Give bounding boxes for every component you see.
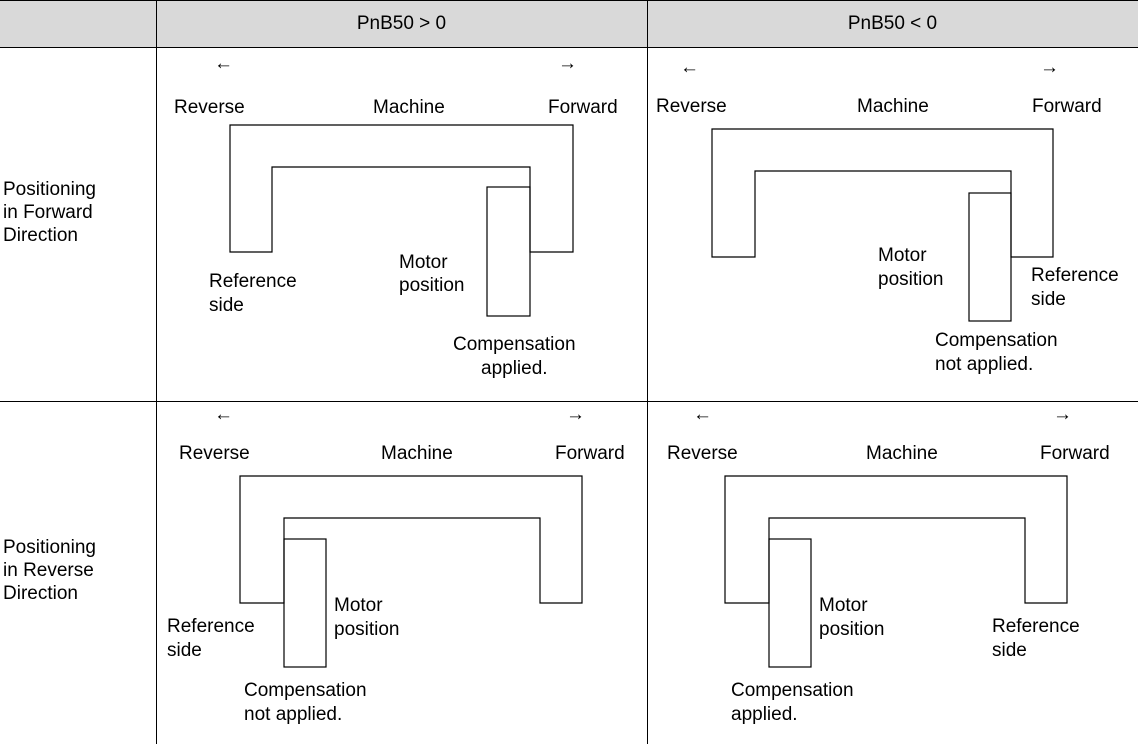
arrow-left-c: ← [214, 404, 233, 425]
motor-label-a: Motor [399, 252, 448, 273]
compensation-status-b: not applied. [935, 354, 1033, 375]
motor-position-d: position [819, 619, 885, 640]
arrow-left-b: ← [680, 57, 699, 78]
motor-label-b: Motor [878, 245, 927, 266]
forward-label-b: Forward [1032, 96, 1102, 117]
machine-outline-d [724, 475, 1068, 604]
machine-label-d: Machine [866, 443, 938, 464]
grid-row-divider [0, 401, 1138, 402]
reverse-label-b: Reverse [656, 96, 727, 117]
row-label-reverse-line-2: in Reverse [3, 560, 94, 581]
forward-label-d: Forward [1040, 443, 1110, 464]
motor-position-a: position [399, 275, 465, 296]
reference-label-a: Reference [209, 271, 297, 292]
motor-block-d [768, 538, 812, 668]
compensation-label-b: Compensation [935, 330, 1058, 351]
row-label-reverse-line-1: Positioning [3, 537, 96, 558]
machine-outline-a [229, 124, 574, 253]
row-label-forward-line-3: Direction [3, 225, 78, 246]
machine-outline-c [239, 475, 583, 604]
reference-label-c: Reference [167, 616, 255, 637]
motor-block-b [968, 192, 1012, 322]
arrow-right-a: → [558, 53, 577, 74]
reference-side-a: side [209, 295, 244, 316]
reference-side-c: side [167, 640, 202, 661]
motor-block-c [283, 538, 327, 668]
machine-outline-b [711, 128, 1054, 258]
motor-position-b: position [878, 269, 944, 290]
grid-header-bottom [0, 47, 1138, 48]
forward-label-a: Forward [548, 97, 618, 118]
motor-block-a [486, 186, 531, 317]
reverse-label-d: Reverse [667, 443, 738, 464]
arrow-right-c: → [566, 404, 585, 425]
reverse-label-c: Reverse [179, 443, 250, 464]
grid-col-1 [156, 0, 157, 744]
reference-side-b: side [1031, 289, 1066, 310]
compensation-label-c: Compensation [244, 680, 367, 701]
header-pnb50-negative: PnB50 < 0 [847, 13, 938, 34]
row-label-forward-line-2: in Forward [3, 202, 93, 223]
compensation-status-d: applied. [731, 704, 798, 725]
row-label-forward: Positioning in Forward Direction [0, 178, 157, 247]
row-label-reverse-line-3: Direction [3, 583, 78, 604]
row-label-forward-line-1: Positioning [3, 179, 96, 200]
arrow-left-a: ← [214, 53, 233, 74]
row-label-reverse: Positioning in Reverse Direction [0, 536, 157, 605]
reference-label-d: Reference [992, 616, 1080, 637]
header-row [0, 0, 1138, 47]
compensation-status-a: applied. [481, 358, 548, 379]
arrow-left-d: ← [693, 404, 712, 425]
motor-label-d: Motor [819, 595, 868, 616]
machine-label-c: Machine [381, 443, 453, 464]
reverse-label-a: Reverse [174, 97, 245, 118]
machine-label-a: Machine [373, 97, 445, 118]
grid-col-2 [647, 0, 648, 744]
machine-label-b: Machine [857, 96, 929, 117]
compensation-status-c: not applied. [244, 704, 342, 725]
compensation-label-d: Compensation [731, 680, 854, 701]
grid-top [0, 0, 1138, 1]
reference-label-b: Reference [1031, 265, 1119, 286]
forward-label-c: Forward [555, 443, 625, 464]
header-pnb50-positive: PnB50 > 0 [356, 13, 447, 34]
motor-label-c: Motor [334, 595, 383, 616]
compensation-label-a: Compensation [453, 334, 576, 355]
motor-position-c: position [334, 619, 400, 640]
arrow-right-b: → [1040, 57, 1059, 78]
arrow-right-d: → [1053, 404, 1072, 425]
reference-side-d: side [992, 640, 1027, 661]
